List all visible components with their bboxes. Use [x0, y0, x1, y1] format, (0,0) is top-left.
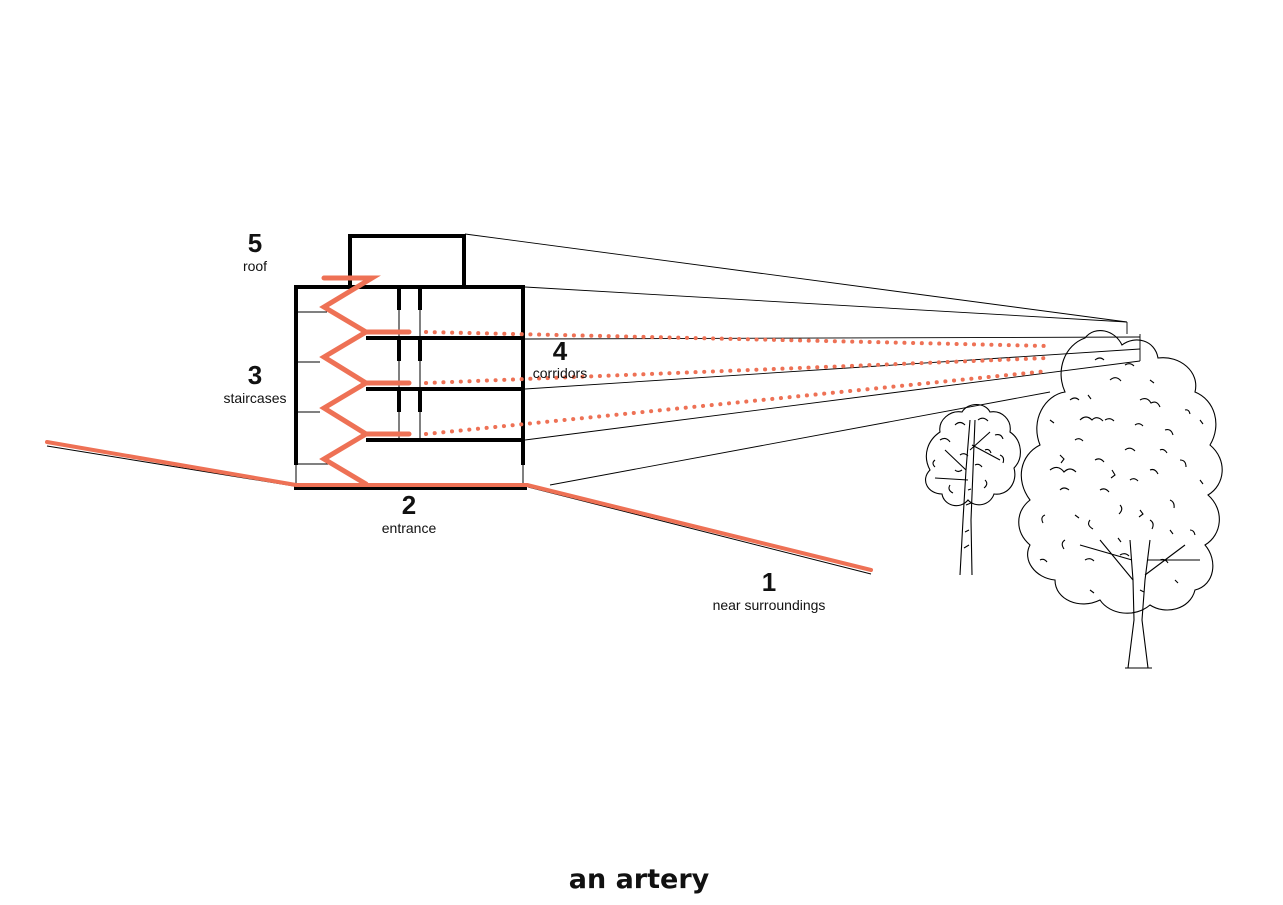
staircases-number: 3 — [248, 360, 262, 390]
near-surroundings-label: near surroundings — [713, 597, 826, 613]
staircases-label: staircases — [223, 390, 286, 406]
tree-icon — [925, 403, 1021, 576]
near-surroundings-number: 1 — [762, 567, 776, 597]
corridors-label: corridors — [533, 365, 587, 381]
corridor-sightlines — [424, 330, 1050, 436]
building-section — [294, 234, 527, 490]
roof-number: 5 — [248, 228, 262, 258]
entrance-label: entrance — [382, 520, 437, 536]
perspective-lines — [464, 233, 1141, 486]
entrance-number: 2 — [402, 490, 416, 520]
artery-path — [45, 275, 873, 572]
ground-path-right — [525, 483, 873, 572]
diagram-title: an artery — [569, 864, 710, 895]
tree-icon — [1018, 329, 1223, 669]
corridors-number: 4 — [553, 336, 568, 366]
ground-path-left — [45, 440, 298, 487]
roof-label: roof — [243, 258, 267, 274]
staircase-zigzag — [319, 275, 381, 487]
